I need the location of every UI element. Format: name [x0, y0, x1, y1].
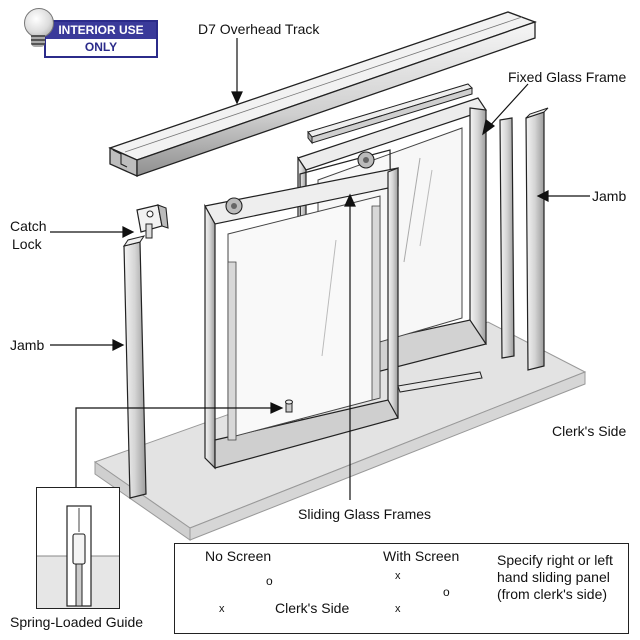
badge-line-1: INTERIOR USE: [46, 22, 156, 39]
legend-mark-x-3: x: [395, 603, 401, 615]
spring-guide-detail: [37, 505, 119, 608]
legend-clerks-side: Clerk's Side: [275, 600, 350, 616]
light-bulb-icon: [24, 8, 54, 38]
bottom-guide-bar: [397, 371, 483, 393]
legend-specification-note: Specify right or left hand sliding panel…: [497, 552, 625, 603]
label-fixed-glass-frame: Fixed Glass Frame: [508, 69, 627, 85]
spring-guide-inset: [36, 487, 120, 609]
badge-line-2: ONLY: [84, 40, 118, 54]
catch-lock: [136, 204, 169, 239]
legend-with-screen: With Screen: [383, 548, 460, 564]
spring-loaded-guide: [285, 399, 293, 413]
overhead-track: [108, 11, 537, 178]
screen-legend: No Screen With Screen Clerk's Side o x x…: [174, 543, 629, 634]
spec-line-1: Specify right or left: [497, 552, 613, 568]
label-sliding-glass-frames: Sliding Glass Frames: [298, 506, 432, 522]
legend-mark-o-2: o: [443, 585, 450, 599]
label-jamb-right: Jamb: [592, 188, 627, 204]
interior-use-badge: INTERIOR USE ONLY: [10, 6, 158, 58]
label-clerks-side: Clerk's Side: [552, 423, 627, 439]
label-jamb-left: Jamb: [10, 337, 45, 353]
sliding-glass-frame-front: [204, 167, 399, 470]
label-catch: Catch: [10, 218, 47, 234]
label-lock: Lock: [12, 236, 42, 252]
right-jamb: [499, 107, 549, 371]
legend-mark-o-1: o: [266, 574, 273, 588]
legend-mark-x-1: x: [219, 603, 225, 615]
legend-mark-x-2: x: [395, 570, 401, 582]
label-overhead-track: D7 Overhead Track: [198, 21, 320, 37]
label-spring-loaded-guide: Spring-Loaded Guide: [10, 614, 144, 630]
left-jamb: [122, 235, 147, 499]
light-bulb-base: [31, 35, 45, 47]
badge-frame: INTERIOR USE ONLY: [44, 20, 158, 58]
callout-lines: [50, 38, 590, 500]
upper-guide-bar: [307, 83, 473, 145]
legend-no-screen: No Screen: [205, 548, 272, 564]
spec-line-2: hand sliding panel: [497, 569, 610, 585]
spec-line-3: (from clerk's side): [497, 586, 608, 602]
